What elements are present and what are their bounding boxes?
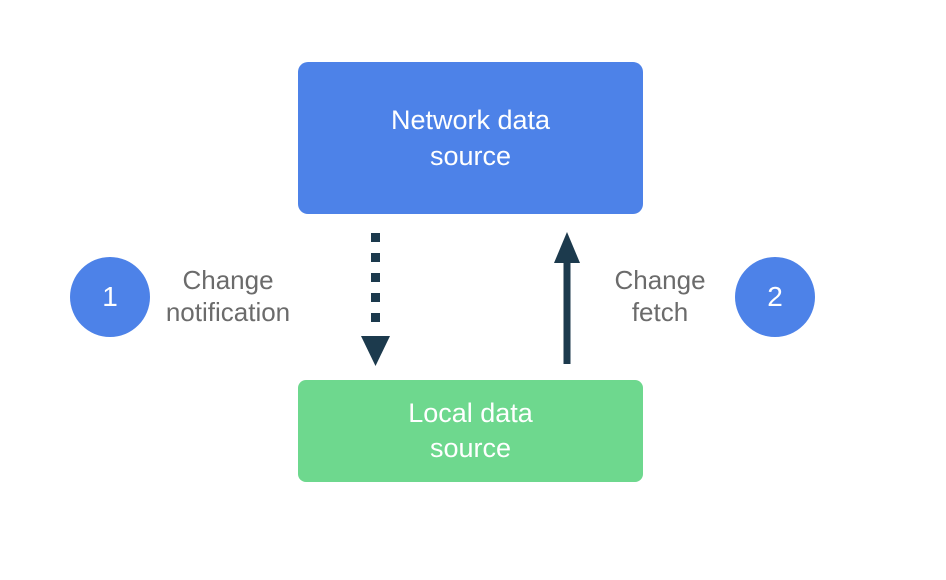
step-1-badge: 1 [70,257,150,337]
change-notification-label-line-1: Change [182,265,274,295]
change-notification-label: Change notification [128,264,328,328]
dotted-down-arrow-icon [361,233,390,366]
change-fetch-label-line-2: fetch [631,297,689,327]
step-2-number: 2 [767,281,783,312]
change-notification-label-line-2: notification [165,297,291,327]
network-data-source-box: Network data source [298,62,643,214]
local-data-source-box: Local data source [298,380,643,482]
step-2-badge: 2 [735,257,815,337]
change-fetch-label-line-1: Change [614,265,706,295]
network-box-label-line-2: source [429,141,512,171]
network-box-label-line-1: Network data [390,105,551,135]
local-box-label-line-1: Local data [408,398,533,428]
step-1-number: 1 [102,281,118,312]
local-box-label-line-2: source [429,433,512,463]
change-fetch-label: Change fetch [560,264,760,328]
